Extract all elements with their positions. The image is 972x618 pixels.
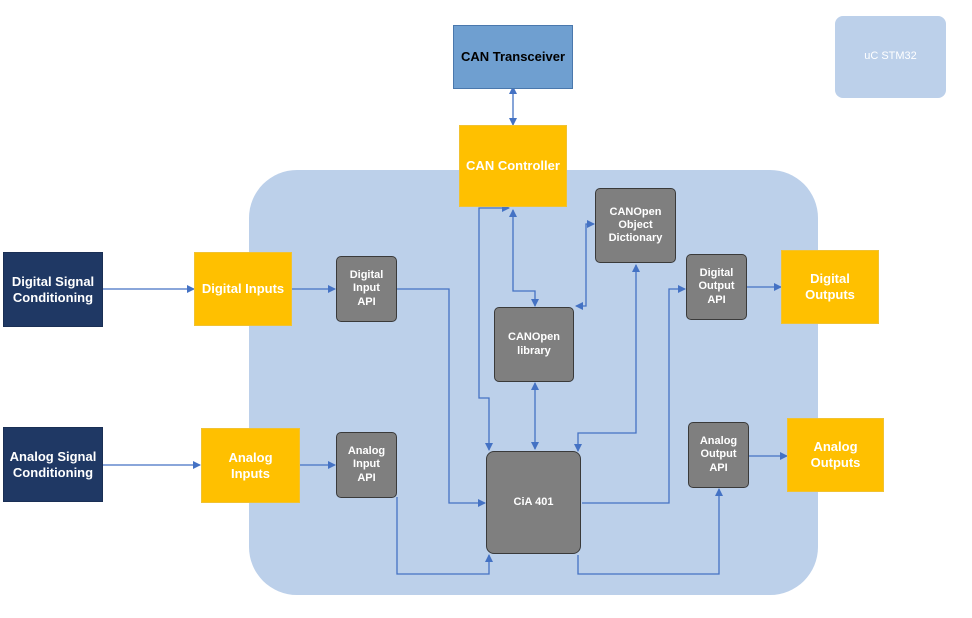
digital-input-api-block: Digital Input API <box>336 256 397 322</box>
analog-output-api-block: Analog Output API <box>688 422 749 488</box>
digital-outputs-label: Digital Outputs <box>805 271 855 302</box>
digital-signal-conditioning-label: Digital Signal Conditioning <box>11 273 95 305</box>
uc-stm32-label: uC STM32 <box>864 50 917 63</box>
digital-inputs-label: Digital Inputs <box>201 281 285 297</box>
digital-output-api-label: Digital Output API <box>698 267 735 306</box>
canopen-library-block: CANOpen library <box>494 307 574 382</box>
arrow-digital-input-api-cia <box>397 288 486 507</box>
digital-signal-conditioning-block: Digital Signal Conditioning <box>3 252 103 327</box>
analog-inputs-block: Analog Inputs <box>201 428 300 503</box>
cia-401-label: CiA 401 <box>513 495 554 508</box>
analog-outputs-label: Analog Outputs <box>810 439 861 470</box>
arrow-cia-dictionary <box>574 264 640 452</box>
digital-output-api-block: Digital Output API <box>686 254 747 320</box>
analog-outputs-block: Analog Outputs <box>787 418 884 492</box>
can-transceiver-block: CAN Transceiver <box>453 25 573 89</box>
digital-input-api-label: Digital Input API <box>349 269 384 308</box>
digital-inputs-block: Digital Inputs <box>194 252 292 326</box>
can-controller-block: CAN Controller <box>459 125 567 207</box>
uc-stm32-block: uC STM32 <box>835 16 946 98</box>
canopen-object-dictionary-label: CANOpen Object Dictionary <box>608 205 663 245</box>
arrow-cia-digital-output-api <box>582 285 686 504</box>
analog-signal-conditioning-block: Analog Signal Conditioning <box>3 427 103 502</box>
cia-401-block: CiA 401 <box>486 451 581 554</box>
digital-outputs-block: Digital Outputs <box>781 250 879 324</box>
arrow-controller-library <box>509 209 539 307</box>
analog-inputs-label: Analog Inputs <box>228 449 273 481</box>
canopen-library-label: CANOpen library <box>508 331 560 357</box>
can-controller-label: CAN Controller <box>466 158 560 174</box>
analog-input-api-block: Analog Input API <box>336 432 397 498</box>
analog-output-api-label: Analog Output API <box>699 435 738 474</box>
canopen-object-dictionary-block: CANOpen Object Dictionary <box>595 188 676 263</box>
arrow-controller-cia <box>478 204 510 451</box>
analog-signal-conditioning-label: Analog Signal Conditioning <box>9 448 97 480</box>
analog-input-api-label: Analog Input API <box>347 445 386 484</box>
can-transceiver-label: CAN Transceiver <box>460 49 566 65</box>
arrow-cia-analog-output-api <box>577 488 723 575</box>
arrow-analog-input-api-cia <box>396 497 493 575</box>
